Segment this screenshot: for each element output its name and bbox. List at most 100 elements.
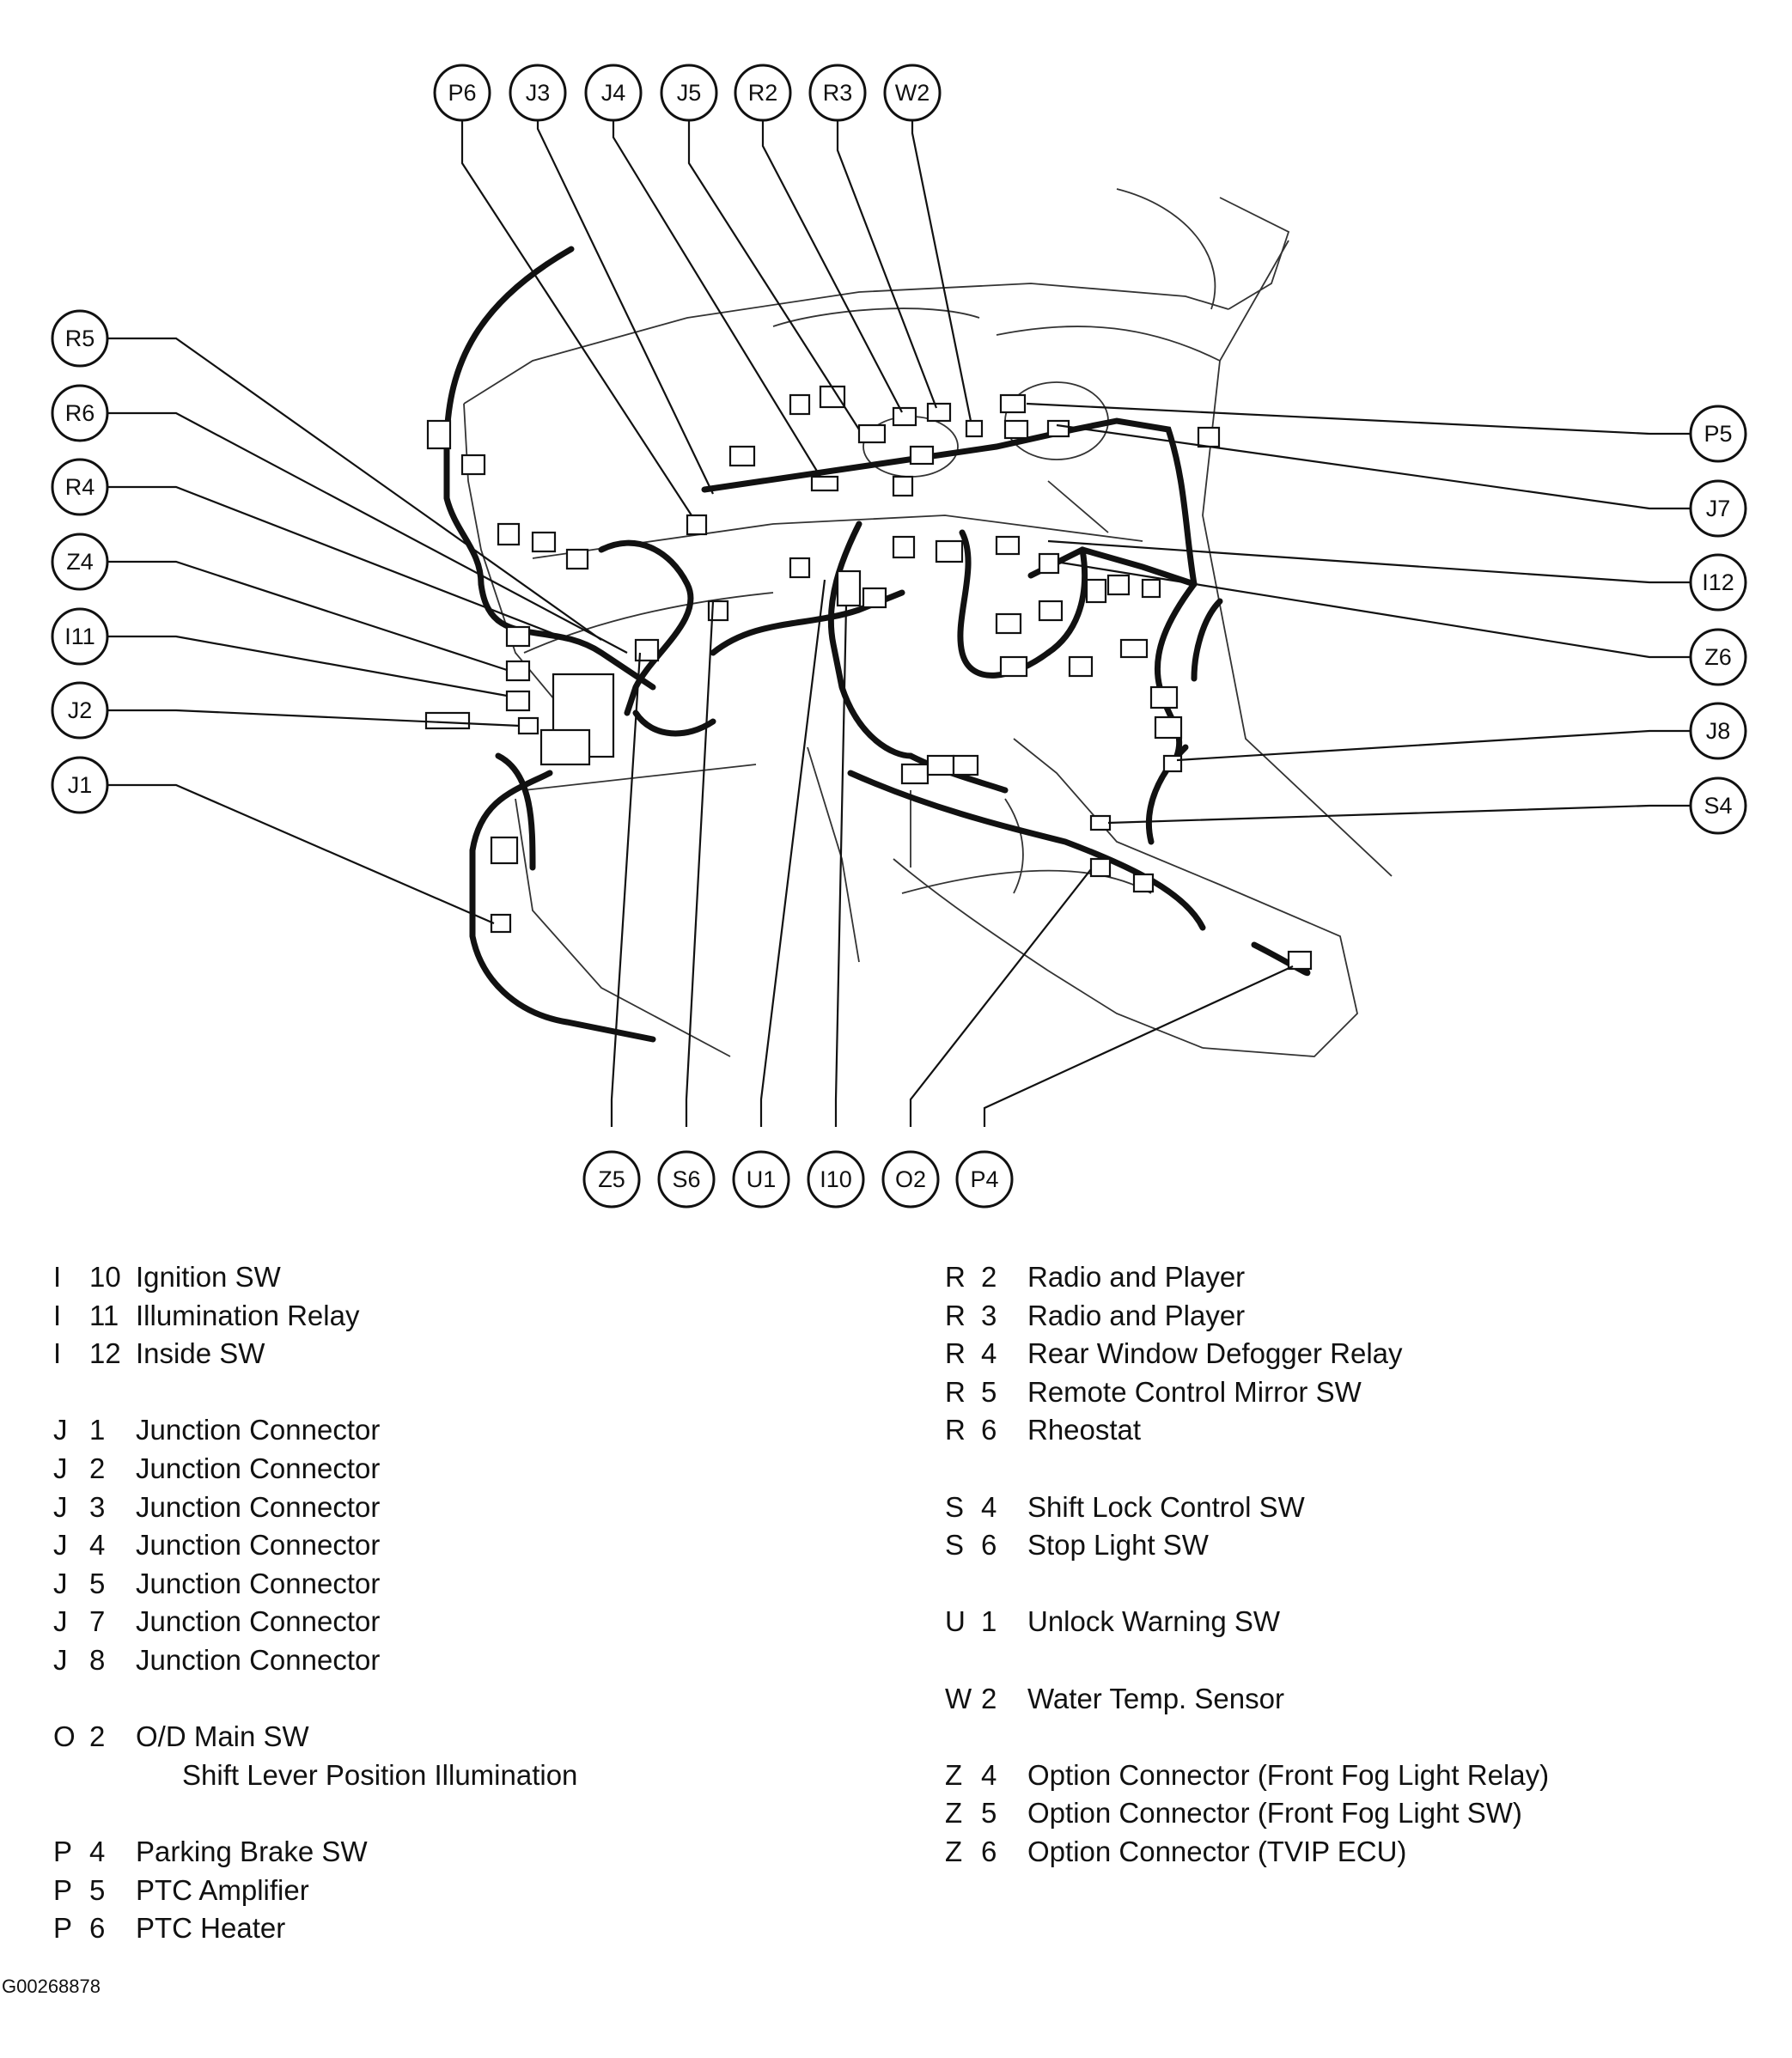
legend-item-letter: P [53, 1873, 73, 1906]
callout-S4: S4 [1689, 776, 1747, 835]
legend-item-number: 12 [89, 1337, 121, 1370]
callout-R5: R5 [51, 309, 109, 368]
legend-item-letter: S [945, 1529, 965, 1562]
svg-text:J8: J8 [1706, 718, 1731, 744]
legend-item-name: Junction Connector [136, 1643, 381, 1676]
callout-Z5: Z5 [582, 1150, 641, 1209]
legend-item-letter: I [53, 1261, 62, 1293]
legend-item-letter: O [53, 1720, 76, 1753]
legend-item-name: Ignition SW [136, 1261, 281, 1293]
svg-text:Z6: Z6 [1704, 644, 1732, 670]
callout-P6: P6 [433, 64, 491, 122]
callout-I11: I11 [51, 607, 109, 666]
legend-item-letter: J [53, 1490, 68, 1523]
legend-item-name: Junction Connector [136, 1529, 381, 1562]
legend-item-name: Junction Connector [136, 1452, 381, 1484]
callout-U1: U1 [732, 1150, 790, 1209]
callout-J2: J2 [51, 681, 109, 740]
svg-text:J3: J3 [526, 80, 551, 106]
legend-item-letter: Z [945, 1758, 963, 1791]
callout-P4: P4 [955, 1150, 1014, 1209]
legend-item-name: Junction Connector [136, 1414, 381, 1446]
callout-R4: R4 [51, 458, 109, 516]
legend-item-name: Shift Lever Position Illumination [182, 1758, 578, 1791]
callout-I10: I10 [807, 1150, 865, 1209]
svg-text:O2: O2 [895, 1166, 926, 1192]
callout-I12: I12 [1689, 553, 1747, 612]
callout-P5: P5 [1689, 405, 1747, 463]
legend-item-number: 6 [89, 1912, 106, 1945]
callout-Z4: Z4 [51, 533, 109, 591]
legend-item-number: 2 [89, 1452, 106, 1484]
legend-item-number: 4 [89, 1529, 106, 1562]
legend-item-number: 3 [89, 1490, 106, 1523]
callout-J8: J8 [1689, 702, 1747, 760]
legend-item-letter: J [53, 1567, 68, 1599]
legend-item-number: 5 [89, 1873, 106, 1906]
legend-item-number: 1 [981, 1605, 997, 1638]
legend-item-name: Radio and Player [1027, 1299, 1246, 1331]
svg-text:I10: I10 [820, 1166, 852, 1192]
svg-text:S6: S6 [672, 1166, 700, 1192]
svg-text:P6: P6 [448, 80, 476, 106]
svg-text:P4: P4 [970, 1166, 998, 1192]
svg-text:R5: R5 [65, 326, 95, 351]
svg-text:U1: U1 [747, 1166, 777, 1192]
legend-item-name: Rear Window Defogger Relay [1027, 1337, 1403, 1370]
callout-J1: J1 [51, 756, 109, 814]
callout-J3: J3 [509, 64, 567, 122]
legend-item-letter: R [945, 1261, 966, 1293]
legend-item-letter: W [945, 1682, 972, 1714]
svg-text:S4: S4 [1704, 793, 1732, 819]
legend-item-letter: I [53, 1337, 62, 1370]
legend-item-letter: I [53, 1299, 62, 1331]
legend-item-number: 6 [981, 1414, 997, 1446]
legend-item-name: Rheostat [1027, 1414, 1142, 1446]
svg-text:J5: J5 [677, 80, 702, 106]
legend-item-number: 2 [981, 1682, 997, 1714]
legend-item-letter: J [53, 1643, 68, 1676]
callout-J7: J7 [1689, 479, 1747, 538]
legend-item-letter: S [945, 1490, 965, 1523]
legend-item-number: 1 [89, 1414, 106, 1446]
legend-item-name: Radio and Player [1027, 1261, 1246, 1293]
svg-text:Z4: Z4 [66, 549, 94, 575]
legend-item-number: 11 [89, 1299, 119, 1331]
legend-item-number: 8 [89, 1643, 106, 1676]
legend-item-name: Unlock Warning SW [1027, 1605, 1281, 1638]
legend-item-number: 6 [981, 1529, 997, 1562]
legend-spacer [945, 1641, 1549, 1680]
legend-item: Shift Lever Position Illumination [53, 1757, 577, 1795]
legend-spacer [945, 1718, 1549, 1757]
svg-text:Z5: Z5 [598, 1166, 625, 1192]
svg-text:R6: R6 [65, 400, 95, 426]
legend-item-name: PTC Amplifier [136, 1873, 309, 1906]
svg-text:P5: P5 [1704, 421, 1732, 447]
wiring-location-diagram: P6 J3 J4 J5 R2 R3 W2 R5 R6 R4 Z4 I11 J2 … [51, 64, 1747, 1209]
legend-item-letter: J [53, 1414, 68, 1446]
callout-W2: W2 [883, 64, 942, 122]
legend-item-name: Water Temp. Sensor [1027, 1682, 1284, 1714]
svg-text:W2: W2 [895, 80, 930, 106]
svg-text:J2: J2 [68, 697, 93, 723]
legend-item-number: 4 [981, 1758, 997, 1791]
legend-item-letter: Z [945, 1835, 963, 1867]
legend-item-letter: P [53, 1835, 73, 1867]
wire-harness [443, 246, 1311, 1043]
legend-spacer [945, 1450, 1549, 1489]
